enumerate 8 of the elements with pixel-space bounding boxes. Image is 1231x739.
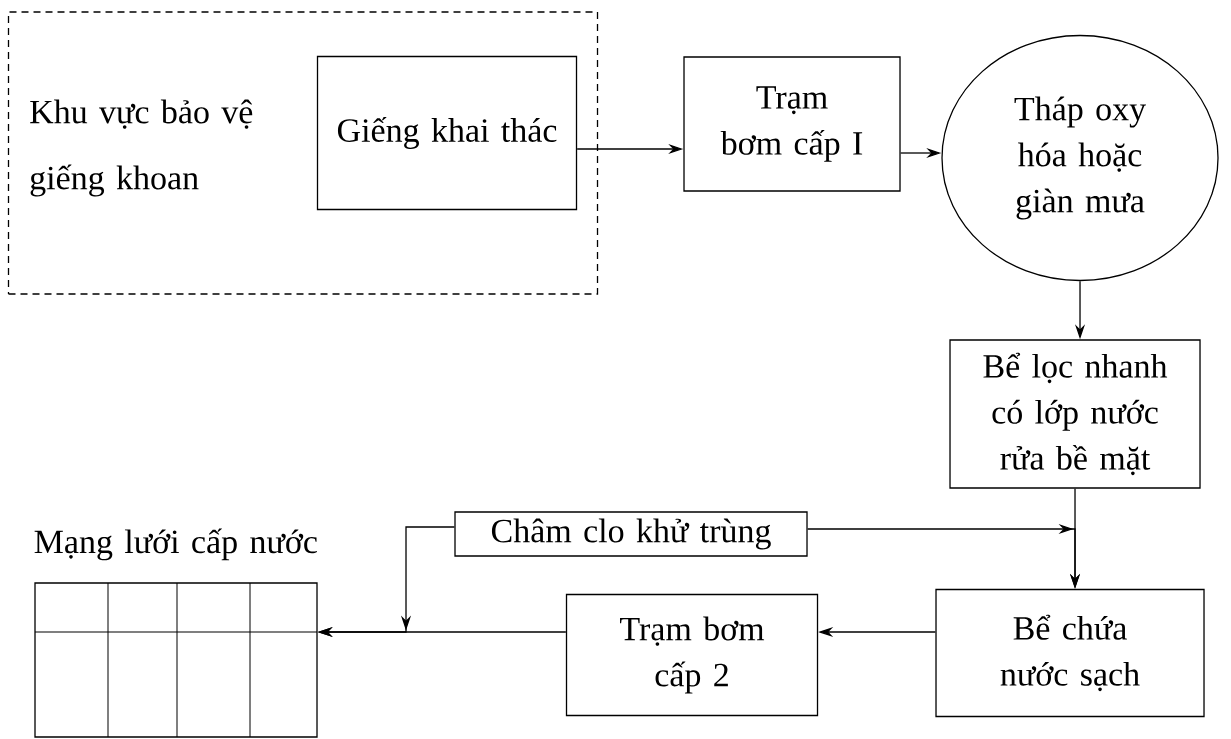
process-box: Bể lọc nhanh có lớp nước rửa bề mặt bbox=[949, 339, 1201, 489]
network-grid: Mạng lưới cấp nước bbox=[34, 528, 318, 738]
process-box: Châm clo khử trùng bbox=[454, 511, 808, 557]
process-box: Bể chứa nước sạch bbox=[935, 588, 1205, 718]
process-box: Giếng khai thác bbox=[316, 55, 578, 211]
node-label: Mạng lưới cấp nước bbox=[34, 528, 317, 561]
process-box: Trạm bơm cấp 2 bbox=[565, 593, 819, 717]
process-box: Trạm bơm cấp I bbox=[683, 56, 901, 192]
